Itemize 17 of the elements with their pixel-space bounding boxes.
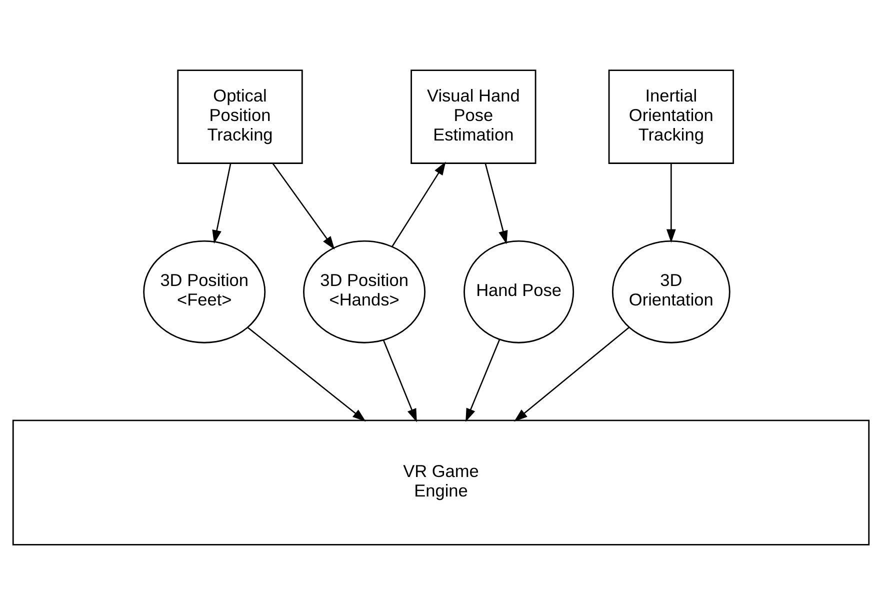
node-box: Optical Position Tracking [177,70,303,164]
arrow [392,162,446,247]
node-box: Visual Hand Pose Estimation [410,70,536,164]
arrow [466,339,500,422]
arrow [212,163,232,244]
node-ellipse: 3D Position <Feet> [143,240,266,344]
node-circle: Hand Pose [464,240,574,344]
node-box: VR Game Engine [12,420,870,546]
arrow [272,162,335,250]
arrow [514,327,630,422]
arrow [382,340,417,422]
arrow [484,163,508,244]
arrow [247,327,366,422]
arrow [666,163,676,243]
node-ellipse: 3D Position <Hands> [303,240,426,344]
node-box: Inertial Orientation Tracking [608,70,734,164]
node-ellipse: 3D Orientation [612,240,730,344]
